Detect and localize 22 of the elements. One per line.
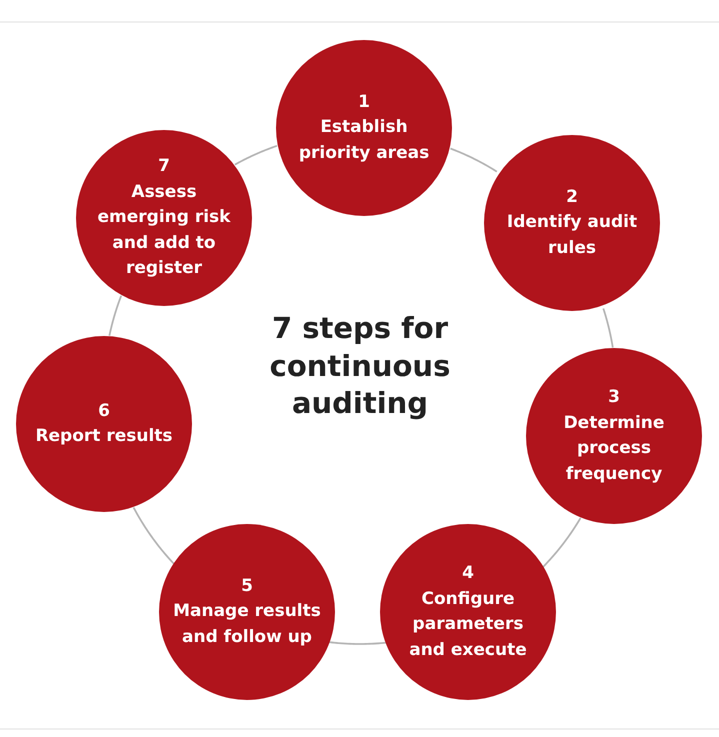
- connector-arc: [132, 506, 175, 565]
- step-number: 5: [241, 574, 253, 598]
- connector-arc: [234, 144, 278, 166]
- step-label: Manage results and follow up: [173, 600, 321, 649]
- step-number: 4: [462, 562, 474, 585]
- diagram-title: 7 steps for continuous auditing: [268, 310, 452, 422]
- step-number: 2: [566, 186, 578, 209]
- step-label: Report results: [35, 425, 173, 448]
- step-label: Configure parameters and execute: [408, 588, 528, 662]
- connector-arc: [542, 517, 582, 568]
- step-label: Assess emerging risk and add to register: [96, 180, 232, 280]
- connector-arc: [328, 641, 387, 645]
- step-number: 3: [608, 386, 620, 409]
- connector-arc: [602, 308, 614, 348]
- step-number: 1: [358, 90, 370, 114]
- step-label: Establish priority areas: [298, 116, 430, 165]
- step-number: 6: [98, 400, 110, 422]
- connector-arc: [450, 148, 498, 172]
- step-label: Determine process frequency: [562, 412, 666, 486]
- step-number: 7: [158, 155, 170, 178]
- step-label: Identify audit rules: [506, 211, 638, 260]
- connector-arc: [108, 295, 122, 336]
